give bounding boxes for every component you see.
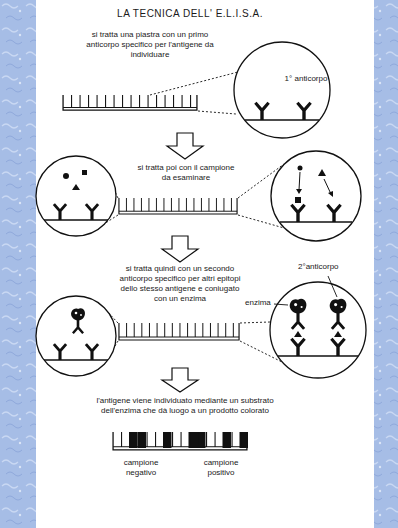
step-arrow [162, 368, 198, 392]
zoom-circle [270, 282, 366, 378]
label-box: si tratta una piastra con un primo antic… [86, 30, 214, 60]
well-surface [280, 221, 352, 222]
step-arrow [162, 236, 198, 262]
zoom-circle [271, 151, 361, 241]
enzyme-antibody-symbol [330, 299, 347, 330]
antibody-symbol [290, 204, 306, 222]
zoom-lines [150, 72, 238, 114]
white-panel [36, 0, 374, 528]
motion-arrows [296, 166, 333, 198]
microplate [119, 198, 237, 214]
well-surface [278, 355, 358, 356]
zoom-lines [104, 164, 284, 228]
antibody-symbol [53, 343, 67, 360]
label-box: 1° anticorpo [284, 74, 328, 84]
antibody-symbol [85, 343, 99, 360]
zoom-circle [36, 156, 116, 236]
step-caption: campione negativo [116, 458, 166, 478]
antigen-symbol [63, 173, 69, 179]
well-surface [245, 119, 319, 120]
antibody-symbol [326, 204, 342, 222]
label-box: l'antigene viene individuato mediante un… [96, 396, 274, 416]
zoom-lines [104, 308, 282, 364]
antigen-symbol [82, 170, 87, 175]
part-label: enzima [245, 298, 281, 308]
label-box: enzima [245, 298, 281, 308]
zoom-circle [234, 42, 330, 138]
antibody-symbol [85, 203, 99, 220]
label-box: si tratta poi con il campione da esamina… [136, 163, 236, 183]
leader-line [274, 304, 288, 305]
label-box: si tratta quindi con un secondo anticorp… [116, 264, 244, 304]
antibody-symbol [290, 338, 306, 356]
antibody-symbol [53, 203, 67, 220]
microplate [63, 95, 197, 110]
antigen-symbol [334, 331, 342, 337]
enzyme-antibody-symbol [71, 308, 85, 334]
part-label: 2°anticorpo [298, 262, 360, 272]
antibody-symbol [296, 102, 312, 120]
well-surface [44, 359, 108, 360]
diagram-title: LA TECNICA DELL' E.L.I.S.A. [60, 8, 320, 20]
title-box: LA TECNICA DELL' E.L.I.S.A. [60, 8, 320, 20]
part-label: 1° anticorpo [284, 74, 328, 84]
microplate [113, 432, 247, 450]
antibody-symbol [254, 102, 270, 120]
step-caption: l'antigene viene individuato mediante un… [96, 396, 274, 416]
label-box: campione positivo [196, 458, 246, 478]
label-box: 2°anticorpo [298, 262, 360, 272]
step-caption: si tratta quindi con un secondo anticorp… [116, 264, 244, 304]
antigen-symbol [318, 169, 326, 176]
antibody-symbol [330, 338, 346, 356]
step-caption: si tratta una piastra con un primo antic… [86, 30, 214, 60]
step-caption: campione positivo [196, 458, 246, 478]
label-box: campione negativo [116, 458, 166, 478]
step-caption: si tratta poi con il campione da esamina… [136, 163, 236, 183]
step-arrow [167, 133, 203, 159]
antigen-symbol [295, 197, 301, 203]
microplate [119, 323, 239, 340]
antigen-symbol [72, 184, 80, 190]
zoom-circle [36, 296, 116, 376]
well-surface [44, 219, 108, 220]
antigen-symbol [294, 331, 302, 337]
leader-line [328, 276, 337, 297]
enzyme-antibody-symbol [290, 299, 307, 330]
